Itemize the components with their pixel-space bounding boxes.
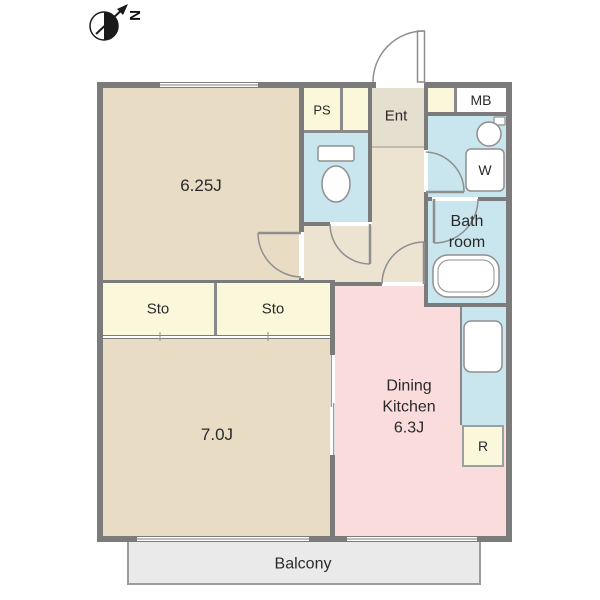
storage-left-label: Sto (146, 300, 170, 318)
washroom-door (425, 151, 465, 194)
wall-bedroom1-right (299, 88, 304, 282)
wall-toilet-right (368, 88, 372, 222)
kitchen-sink-icon (463, 320, 503, 373)
window-bedroom2 (137, 536, 309, 542)
compass-half (104, 12, 118, 40)
wall-hall-dk (335, 282, 382, 286)
wall-outer-right (506, 82, 512, 542)
bathtub-outer (432, 254, 500, 298)
wall-ps-divider (340, 88, 343, 130)
wall-outer-top (97, 82, 512, 88)
bedroom1-door (257, 231, 302, 278)
bathroom-label-line1: Bath (450, 213, 484, 230)
wall-rooms-dk-upper (330, 282, 335, 355)
washbasin-tap (493, 116, 506, 126)
pipe-space-label: PS (313, 102, 331, 118)
balcony-area (127, 542, 481, 585)
entrance-door-swing-arc (372, 30, 425, 83)
entrance-step-line (372, 146, 424, 148)
dk-door-swing-arc (381, 241, 425, 285)
wall-mb-washroom (428, 112, 506, 116)
wall-ps-toilet (304, 130, 368, 133)
window-bedroom1 (160, 82, 258, 88)
wall-rooms-dk-lower (330, 455, 335, 536)
dk-label-line2: Kitchen (382, 398, 436, 416)
pipe-space-floor (304, 88, 340, 130)
toilet-fixture-icon (317, 145, 355, 203)
dk-door-opening (382, 282, 424, 286)
bathroom-door (432, 198, 479, 244)
toilet-tank (317, 145, 355, 162)
wall-storage-divider (214, 283, 217, 335)
wall-wash-bath-left (428, 197, 432, 201)
room-7-0j-label: 7.0J (200, 425, 234, 444)
rooms-sliding-opening (330, 355, 335, 455)
room-7-0j-floor (103, 338, 330, 536)
meter-box-floor (457, 88, 506, 112)
dk-door (381, 241, 426, 285)
hallway-lower (304, 226, 424, 282)
shoe-cabinet-floor (343, 88, 372, 130)
storage-right-label: Sto (261, 300, 285, 318)
window-dining-kitchen (347, 536, 477, 542)
toilet-door-swing-arc (329, 223, 371, 265)
bathroom-door-swing-arc (433, 198, 479, 244)
dk-label-size: 6.3J (393, 419, 425, 437)
washbasin-bowl (476, 121, 502, 147)
washroom-door-swing-arc (425, 151, 465, 193)
wall-wash-bath-right (478, 197, 506, 201)
wall-outer-left (97, 82, 103, 542)
storage-right-floor (217, 283, 330, 335)
bedroom1-door-opening (299, 232, 304, 278)
bathroom-label-line2: room (448, 234, 486, 251)
room-6-25j-label: 6.25J (180, 176, 222, 195)
refrigerator-label: R (477, 438, 489, 454)
washroom-door-opening (424, 150, 428, 192)
toilet-bowl (321, 165, 351, 203)
entrance-door-opening (376, 82, 424, 88)
hallway-upper (372, 148, 424, 226)
dining-kitchen-label: Dining Kitchen 6.3J (382, 376, 435, 439)
balcony-label: Balcony (274, 555, 332, 573)
storage-left-floor (103, 283, 214, 335)
compass-arrowhead-icon (117, 4, 128, 15)
entrance-door-leaf (416, 30, 426, 83)
bathroom-label: Bath room (449, 211, 485, 253)
toilet-door-opening (330, 222, 372, 226)
rooms-sliding-door (330, 355, 335, 455)
wall-hall-washroom-upper (424, 88, 428, 150)
bathroom-door-opening (432, 197, 478, 201)
refrigerator-box (462, 425, 504, 467)
entrance-label: Ent (384, 107, 408, 125)
dk-label-line1: Dining (386, 377, 432, 395)
bathtub-icon (432, 254, 500, 298)
bedroom1-door-swing-arc (257, 232, 302, 278)
top-right-cabinet-floor (428, 88, 454, 112)
wall-bedroom1-storage (103, 280, 335, 283)
washing-machine-icon (465, 148, 505, 192)
wall-hall-bath (424, 192, 428, 303)
bathtub-inner (437, 259, 495, 293)
toilet-door (329, 223, 372, 265)
washbasin-icon (476, 116, 506, 147)
storage-door-ticks (159, 332, 269, 341)
room-6-25j-floor (103, 88, 299, 280)
compass: N (89, 4, 143, 41)
entrance-floor (372, 88, 424, 148)
storage-sliding-front (103, 335, 330, 339)
meter-box-label: MB (470, 92, 492, 108)
wall-toilet-bottom (304, 222, 330, 226)
wall-mb-left (454, 88, 457, 112)
compass-north-label: N (126, 10, 143, 21)
entrance-door (372, 30, 426, 83)
wall-bath-bottom (424, 303, 506, 307)
washer-label: W (478, 162, 492, 178)
